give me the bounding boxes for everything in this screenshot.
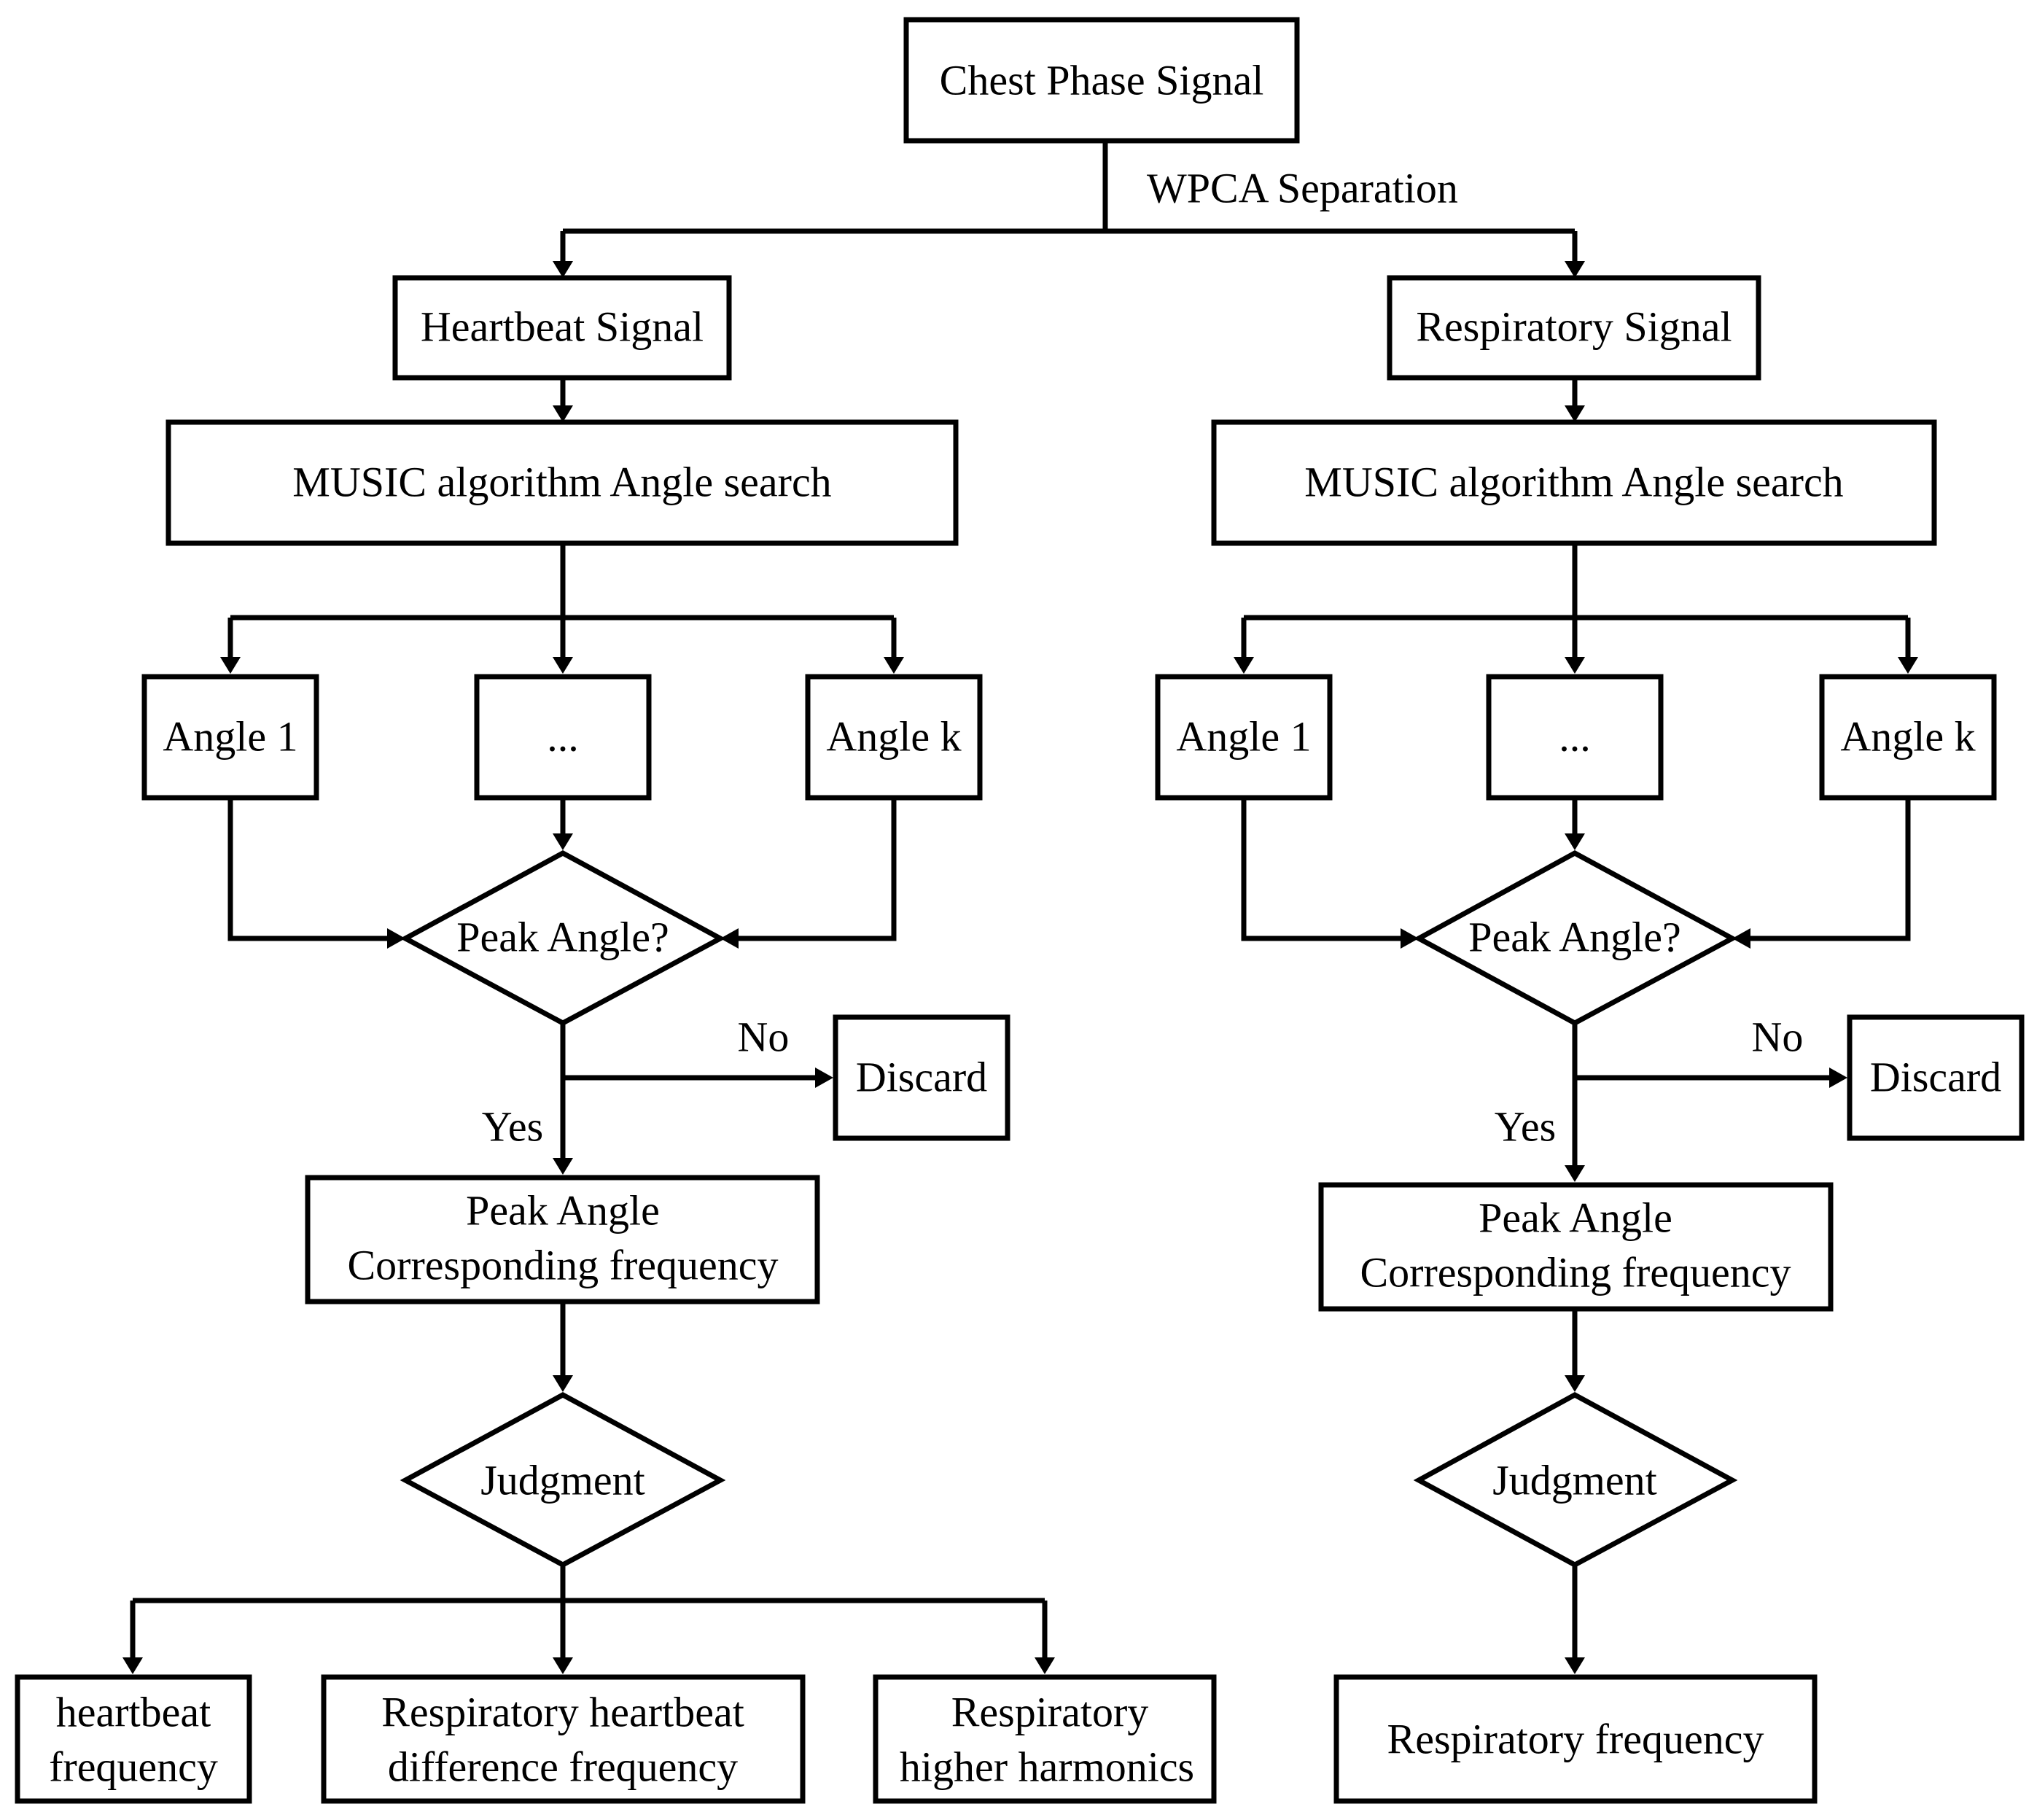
connector-source-split xyxy=(563,141,1575,234)
arrowhead xyxy=(1565,1165,1585,1182)
arrowhead xyxy=(1565,1657,1585,1674)
arrowhead xyxy=(553,405,573,422)
wpca-separation-label: WPCA Separation xyxy=(1147,165,1458,212)
right-angle-middle-label: ... xyxy=(1559,713,1591,761)
arrowhead xyxy=(815,1068,833,1088)
arrowhead xyxy=(1234,657,1254,674)
arrowhead xyxy=(553,833,573,850)
arrowhead xyxy=(1829,1068,1847,1088)
arrowhead xyxy=(1565,261,1585,278)
respiratory-signal-label: Respiratory Signal xyxy=(1416,303,1732,351)
higher-harmonics-line1: Respiratory xyxy=(951,1689,1149,1736)
respiratory-frequency-box xyxy=(1333,1674,1818,1804)
arrowhead xyxy=(1401,928,1419,949)
heartbeat-frequency-box xyxy=(15,1674,252,1804)
right-angle-1-box xyxy=(1155,674,1333,801)
left-peak-frequency-box xyxy=(305,1175,820,1304)
connector-right-music-split xyxy=(1241,543,1911,662)
left-discard-label: Discard xyxy=(856,1054,987,1101)
arrowhead xyxy=(1898,657,1918,674)
difference-frequency-box xyxy=(321,1674,806,1804)
connectors xyxy=(130,141,1911,1662)
right-no-label: No xyxy=(1752,1014,1804,1061)
left-angle-k-box xyxy=(805,674,983,801)
right-music-label: MUSIC algorithm Angle search xyxy=(1304,459,1843,506)
right-yes-label: Yes xyxy=(1495,1103,1556,1151)
left-yes-label: Yes xyxy=(482,1103,543,1151)
left-angle-k-label: Angle k xyxy=(826,713,961,761)
right-angle-1-label: Angle 1 xyxy=(1176,713,1311,761)
right-angle-k-label: Angle k xyxy=(1840,713,1975,761)
connector-left-judgment-split xyxy=(130,1565,1048,1662)
connector-right-decision-out xyxy=(1572,1023,1834,1170)
right-peak-frequency-line1: Peak Angle xyxy=(1479,1194,1672,1242)
difference-frequency-line2: difference frequency xyxy=(388,1743,738,1791)
right-peak-frequency-line2: Corresponding frequency xyxy=(1360,1249,1791,1296)
left-angle-middle-box xyxy=(474,674,652,801)
arrowhead xyxy=(884,657,904,674)
right-angle-k-box xyxy=(1819,674,1997,801)
left-discard-box xyxy=(833,1014,1010,1141)
left-peak-angle-decision xyxy=(400,850,726,1026)
heartbeat-frequency-line2: frequency xyxy=(49,1743,218,1791)
higher-harmonics-box xyxy=(873,1674,1217,1804)
connector-left-angles-merge xyxy=(227,800,897,941)
respiratory-signal-box xyxy=(1387,275,1761,381)
right-discard-box xyxy=(1847,1014,2025,1141)
right-peak-angle-decision xyxy=(1413,850,1738,1026)
right-peak-frequency-box xyxy=(1318,1182,1834,1312)
arrowhead xyxy=(1732,928,1750,949)
heartbeat-signal-label: Heartbeat Signal xyxy=(421,303,704,351)
arrowhead xyxy=(122,1657,143,1674)
left-peak-angle-label: Peak Angle? xyxy=(456,914,669,961)
chest-phase-signal-box xyxy=(903,17,1300,144)
left-angle-middle-label: ... xyxy=(547,713,579,761)
arrowhead xyxy=(1565,833,1585,850)
left-judgment-label: Judgment xyxy=(480,1457,645,1504)
connector-left-music-split xyxy=(227,543,897,662)
left-no-label: No xyxy=(738,1014,790,1061)
arrowheads xyxy=(122,261,1918,1674)
arrowhead xyxy=(1565,1375,1585,1392)
heartbeat-frequency-line1: heartbeat xyxy=(56,1689,211,1736)
connector-left-decision-out xyxy=(560,1023,820,1163)
arrowhead xyxy=(553,261,573,278)
left-peak-frequency-line1: Peak Angle xyxy=(466,1187,660,1234)
right-music-box xyxy=(1211,419,1937,546)
respiratory-frequency-label: Respiratory frequency xyxy=(1387,1716,1764,1763)
heartbeat-signal-box xyxy=(392,275,732,381)
right-judgment-label: Judgment xyxy=(1492,1457,1657,1504)
arrowhead xyxy=(553,1657,573,1674)
higher-harmonics-line2: higher harmonics xyxy=(900,1743,1194,1791)
left-peak-frequency-line2: Corresponding frequency xyxy=(347,1242,778,1289)
left-angle-1-box xyxy=(141,674,319,801)
left-judgment-decision xyxy=(400,1392,726,1568)
chest-phase-signal-label: Chest Phase Signal xyxy=(940,57,1264,104)
arrowhead xyxy=(553,1158,573,1175)
right-peak-angle-label: Peak Angle? xyxy=(1468,914,1681,961)
left-music-label: MUSIC algorithm Angle search xyxy=(292,459,831,506)
arrowhead xyxy=(553,657,573,674)
connector-right-angles-merge xyxy=(1241,800,1911,941)
arrowhead xyxy=(1565,405,1585,422)
left-angle-1-label: Angle 1 xyxy=(163,713,297,761)
arrowhead xyxy=(553,1375,573,1392)
arrowhead xyxy=(1565,657,1585,674)
right-judgment-decision xyxy=(1413,1392,1738,1568)
arrowhead xyxy=(1035,1657,1055,1674)
arrowhead xyxy=(220,657,241,674)
arrowhead xyxy=(720,928,739,949)
right-discard-label: Discard xyxy=(1870,1054,2001,1101)
difference-frequency-line1: Respiratory heartbeat xyxy=(381,1689,744,1736)
left-music-box xyxy=(165,419,959,546)
right-angle-middle-box xyxy=(1486,674,1664,801)
arrowhead xyxy=(387,928,405,949)
